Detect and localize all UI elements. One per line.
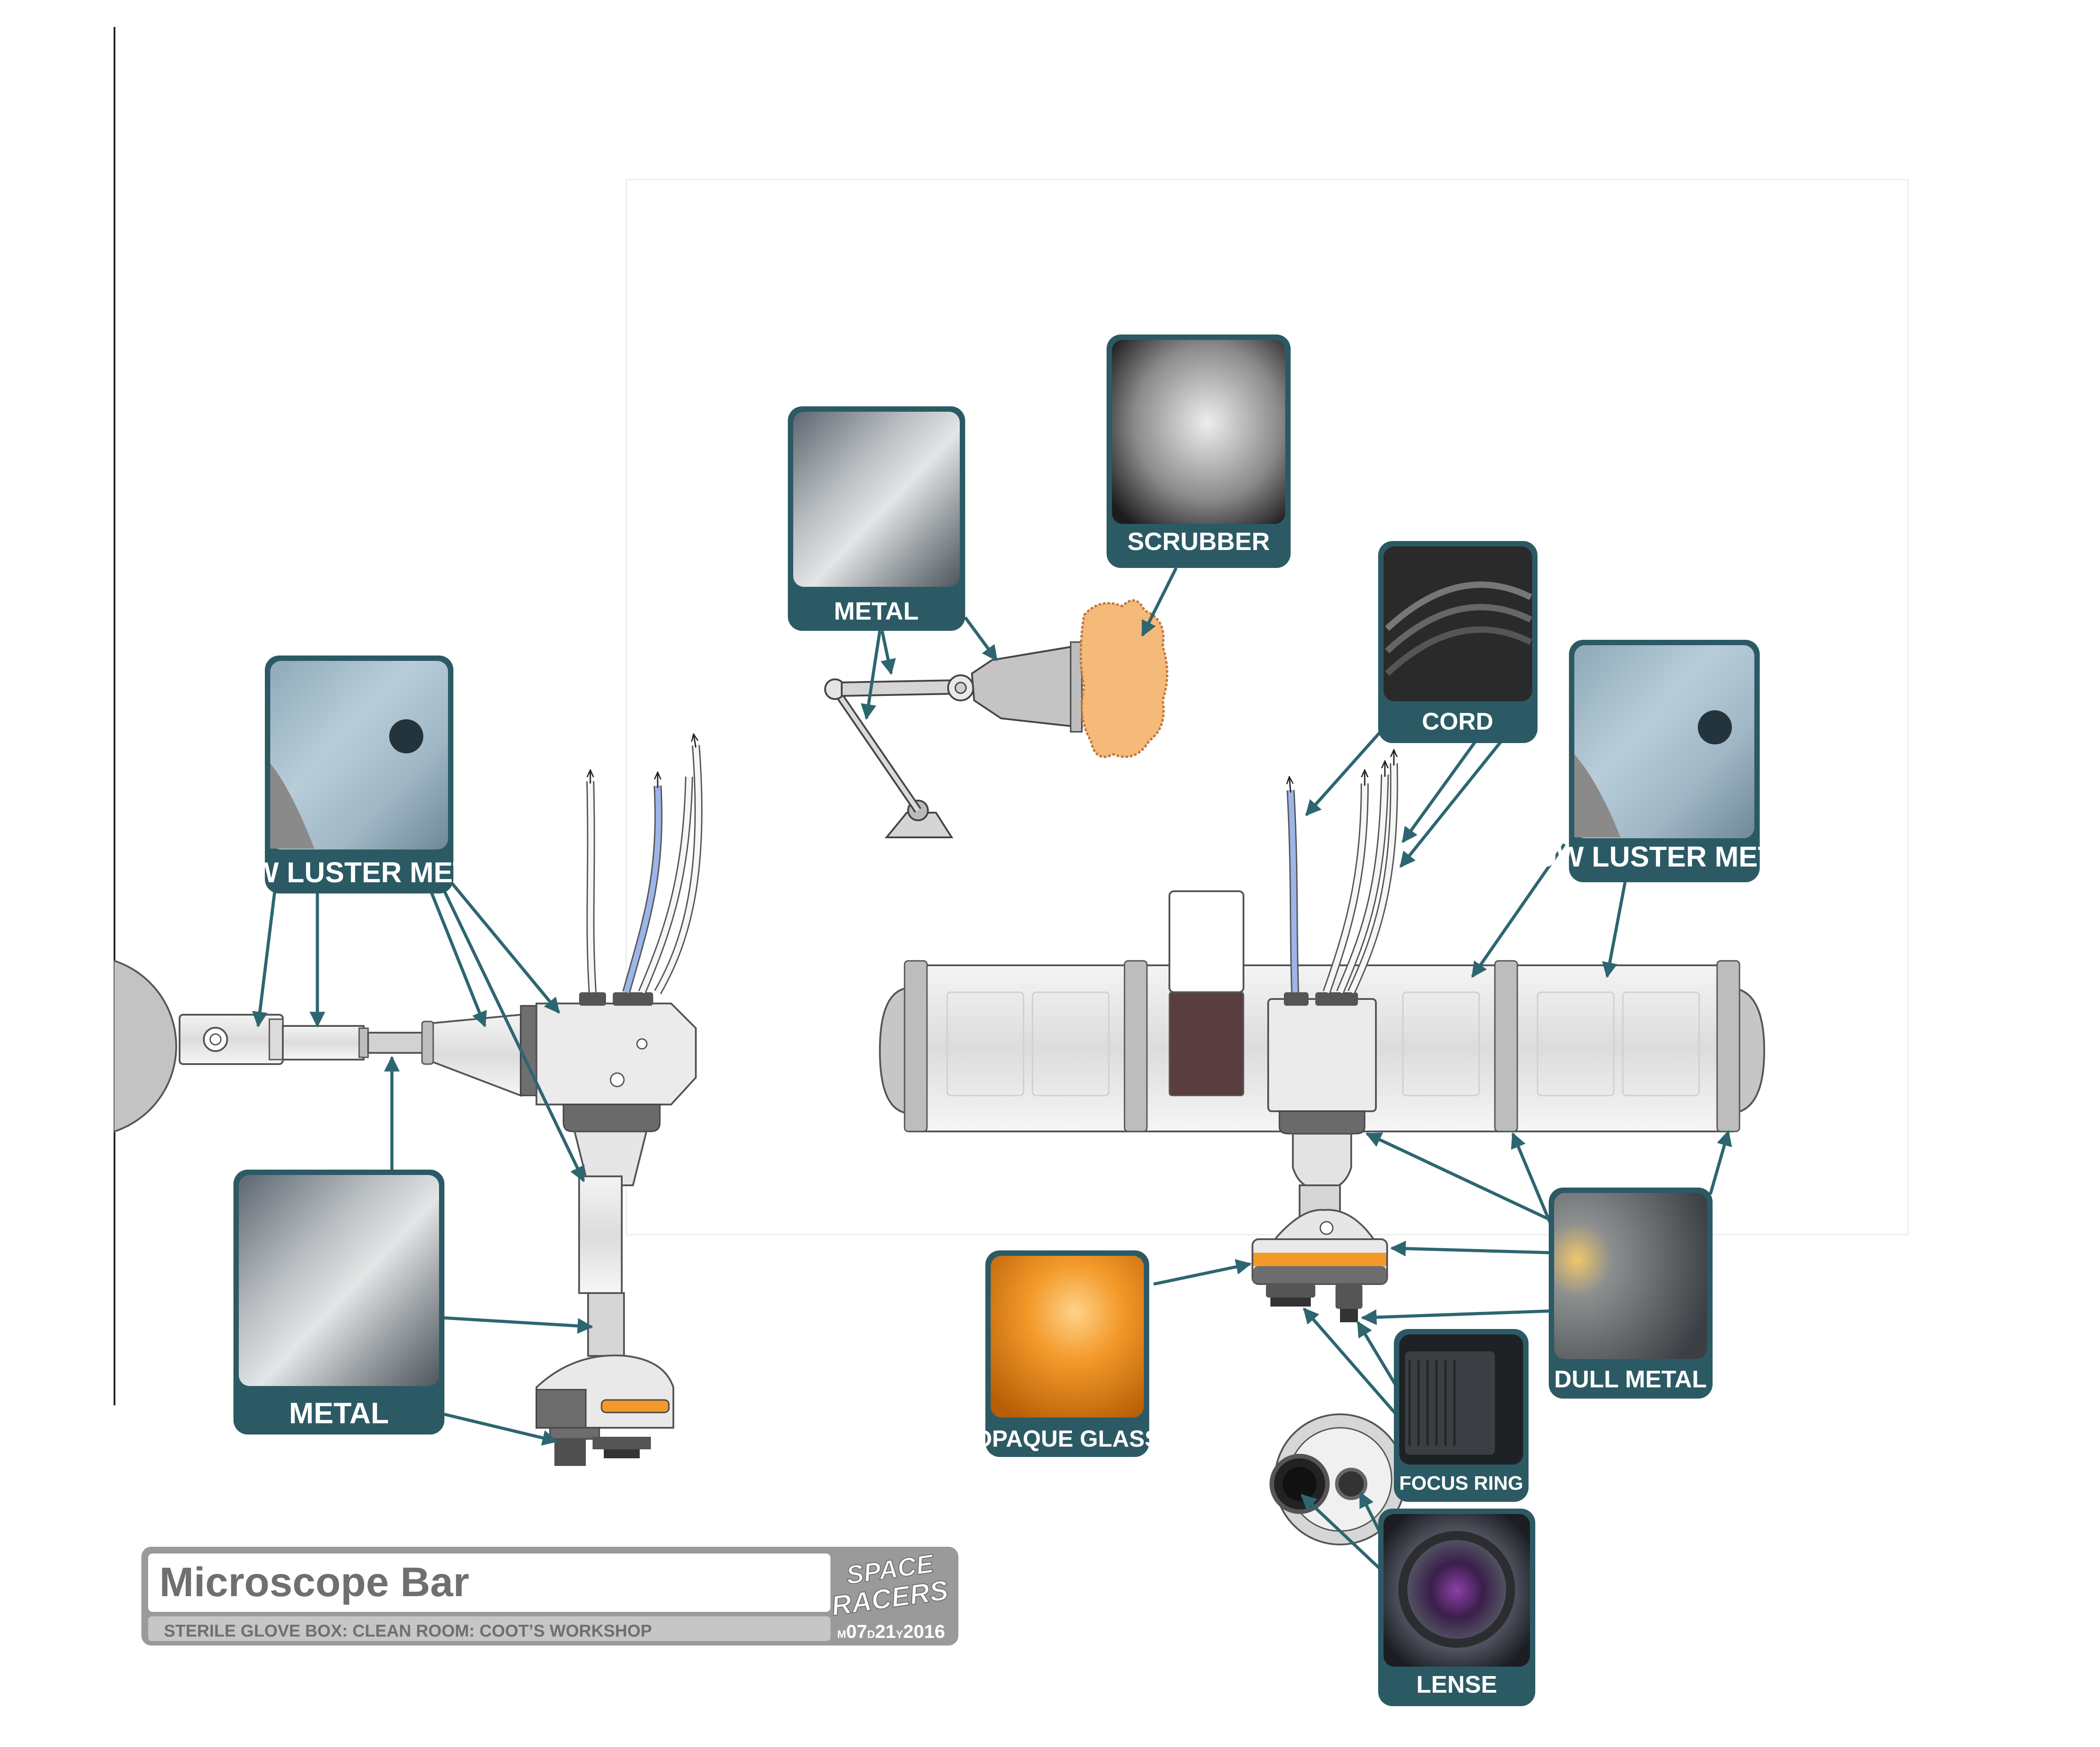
arm-collar (426, 1013, 522, 1097)
subtitle-text: STERILE GLOVE BOX: CLEAN ROOM: COOT’S WO… (164, 1622, 652, 1641)
scrubber-brush (1080, 599, 1169, 758)
left-microscope-arm (114, 734, 703, 1466)
date-stamp: M07D21Y2016 (837, 1621, 945, 1642)
left-head-box (536, 1003, 697, 1105)
arm-segment-2 (282, 1025, 365, 1061)
label-low-luster-metal-right: LOW LUSTER METAL (1517, 840, 1812, 873)
right-orange-band (1253, 1253, 1386, 1266)
label-low-luster-metal-left: LOW LUSTER METAL (212, 856, 507, 889)
swatch-dull-metal: DULL METAL (1549, 1188, 1713, 1399)
bar-slide-window (1169, 890, 1244, 993)
right-head-box (1267, 998, 1377, 1112)
label-opaque-glass: OPAQUE GLASS (974, 1426, 1160, 1452)
swatch-low-luster-metal-left: LOW LUSTER METAL (212, 656, 507, 893)
left-orange-band (601, 1399, 670, 1413)
arm-segment-1 (179, 1014, 284, 1065)
label-scrubber: SCRUBBER (1127, 527, 1270, 555)
swatch-focus-ring: FOCUS RING (1394, 1329, 1529, 1502)
label-lense: LENSE (1416, 1671, 1497, 1698)
swatch-metal-top: METAL (788, 406, 965, 631)
swatch-cord: CORD (1378, 541, 1538, 743)
swatch-scrubber: SCRUBBER (1107, 334, 1291, 568)
label-metal-left: METAL (289, 1396, 389, 1430)
label-cord: CORD (1422, 708, 1494, 735)
scrubber-arm (824, 599, 1169, 838)
left-post-lower (587, 1292, 625, 1357)
callout-arrows (252, 567, 1732, 1571)
title-block: Microscope Bar STERILE GLOVE BOX: CLEAN … (141, 1547, 958, 1646)
label-dull-metal: DULL METAL (1554, 1366, 1707, 1393)
swatch-lense: LENSE (1378, 1509, 1535, 1706)
left-hose-3 (638, 776, 693, 994)
arm-rod (367, 1032, 427, 1054)
scrubber-base (884, 812, 953, 838)
scrubber-cone (971, 645, 1083, 729)
swatch-opaque-glass: OPAQUE GLASS (974, 1250, 1160, 1457)
bar-specimen-slot (1169, 991, 1244, 1096)
lense-end-view-small (1335, 1468, 1367, 1500)
title-text: Microscope Bar (159, 1559, 469, 1605)
bar-end-cap-left (879, 986, 912, 1115)
label-metal-top: METAL (834, 597, 919, 625)
background-panel (625, 179, 1909, 1236)
right-microscope-bar (879, 750, 1766, 1545)
swatch-metal-left: METAL (233, 1170, 444, 1435)
swatch-low-luster-metal-right: LOW LUSTER METAL (1517, 640, 1812, 882)
right-hose-2 (1322, 783, 1369, 994)
label-focus-ring: FOCUS RING (1399, 1472, 1523, 1494)
left-post-upper (578, 1175, 623, 1294)
